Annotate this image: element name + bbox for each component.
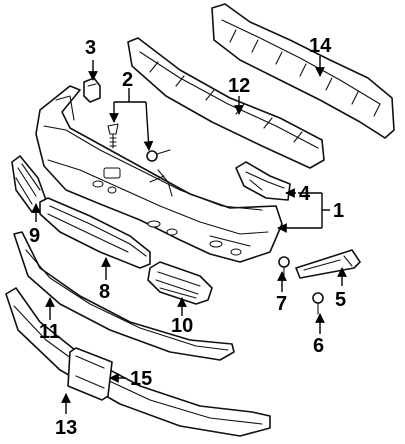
fog-lamp-grille bbox=[147, 261, 213, 305]
callout-2: 2 bbox=[122, 69, 133, 91]
bolt bbox=[312, 292, 324, 315]
bracket-clip bbox=[83, 77, 101, 103]
callout-15: 15 bbox=[130, 368, 152, 390]
callout-12: 12 bbox=[228, 75, 250, 97]
leader-2-right bbox=[143, 101, 154, 151]
energy-absorber-upper bbox=[211, 3, 395, 139]
lower-grille bbox=[39, 197, 151, 269]
mounting-bracket bbox=[295, 249, 361, 279]
push-pin-clip bbox=[278, 256, 290, 277]
callout-14: 14 bbox=[309, 35, 332, 57]
callout-13: 13 bbox=[55, 417, 77, 439]
lower-valance bbox=[13, 231, 235, 361]
callout-4: 4 bbox=[299, 183, 311, 205]
side-bracket bbox=[235, 161, 291, 201]
screw-fasteners bbox=[107, 123, 171, 162]
callout-6: 6 bbox=[313, 335, 324, 357]
callout-9: 9 bbox=[29, 225, 40, 247]
license-plate-bracket bbox=[67, 347, 113, 401]
callout-3: 3 bbox=[85, 37, 96, 59]
callout-labels: 3 2 12 14 4 1 9 8 10 11 13 15 7 5 6 bbox=[29, 35, 346, 439]
callout-7: 7 bbox=[276, 293, 287, 315]
callout-1: 1 bbox=[333, 200, 344, 222]
callout-11: 11 bbox=[39, 321, 60, 343]
callout-5: 5 bbox=[335, 289, 346, 311]
callout-8: 8 bbox=[99, 281, 110, 303]
callout-10: 10 bbox=[171, 315, 193, 337]
leader-lines bbox=[31, 56, 347, 414]
lower-spoiler bbox=[5, 287, 271, 437]
